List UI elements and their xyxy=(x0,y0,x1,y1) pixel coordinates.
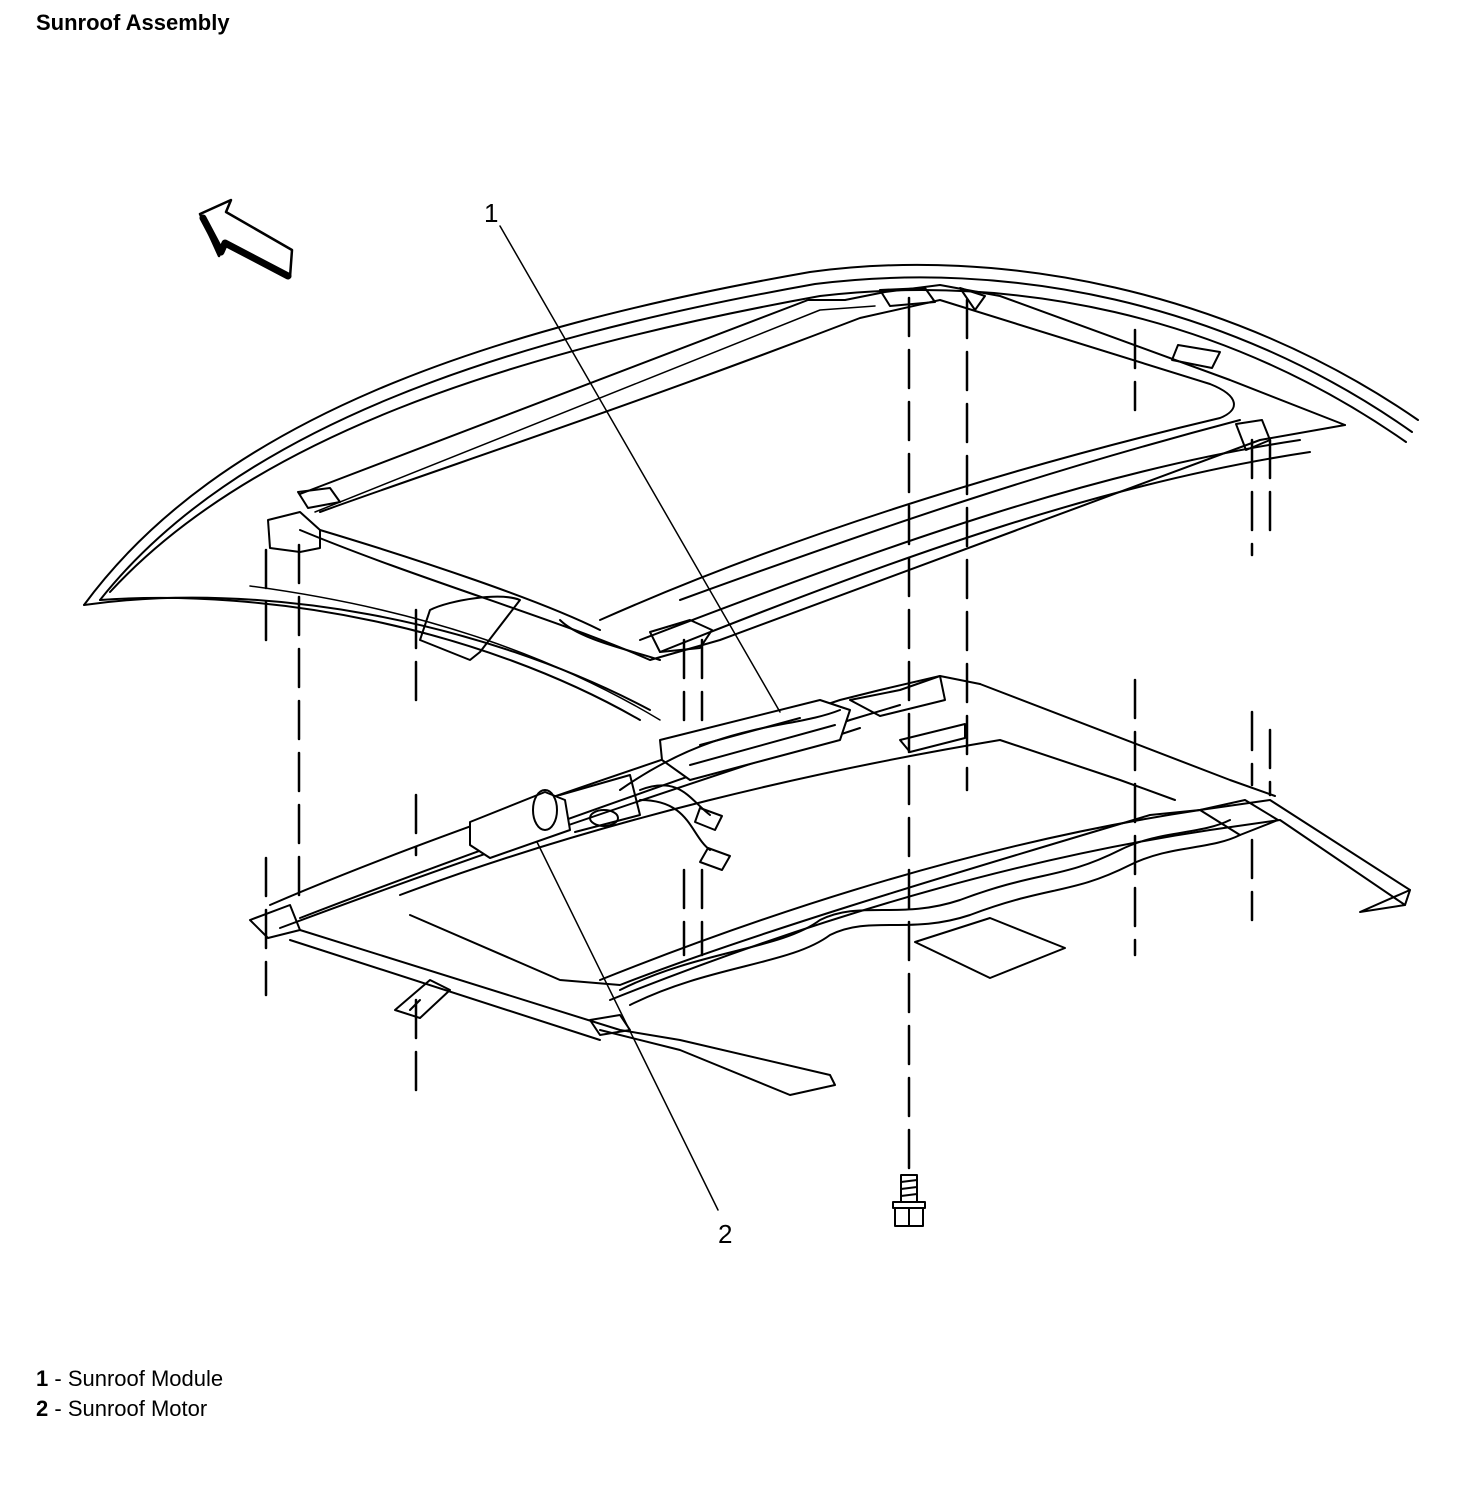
legend-item: 1 - Sunroof Module xyxy=(36,1364,223,1394)
callout-2: 2 xyxy=(718,1219,732,1249)
alignment-lines xyxy=(264,296,1272,1174)
roof-panel xyxy=(83,263,1419,721)
callout-1: 1 xyxy=(484,198,498,228)
legend-number: 1 xyxy=(36,1366,49,1391)
front-arrow-icon xyxy=(198,198,294,280)
legend: 1 - Sunroof Module 2 - Sunroof Motor xyxy=(36,1364,223,1424)
legend-text: Sunroof Module xyxy=(67,1366,224,1391)
bolt-icon xyxy=(892,1174,926,1227)
legend-text: Sunroof Motor xyxy=(67,1396,208,1421)
legend-number: 2 xyxy=(36,1396,49,1421)
diagram-title: Sunroof Assembly xyxy=(36,10,230,35)
sunroof-motor xyxy=(469,709,841,871)
legend-separator: - xyxy=(48,1366,68,1391)
legend-separator: - xyxy=(48,1396,68,1421)
legend-item: 2 - Sunroof Motor xyxy=(36,1394,223,1424)
leader-lines xyxy=(499,225,781,1211)
